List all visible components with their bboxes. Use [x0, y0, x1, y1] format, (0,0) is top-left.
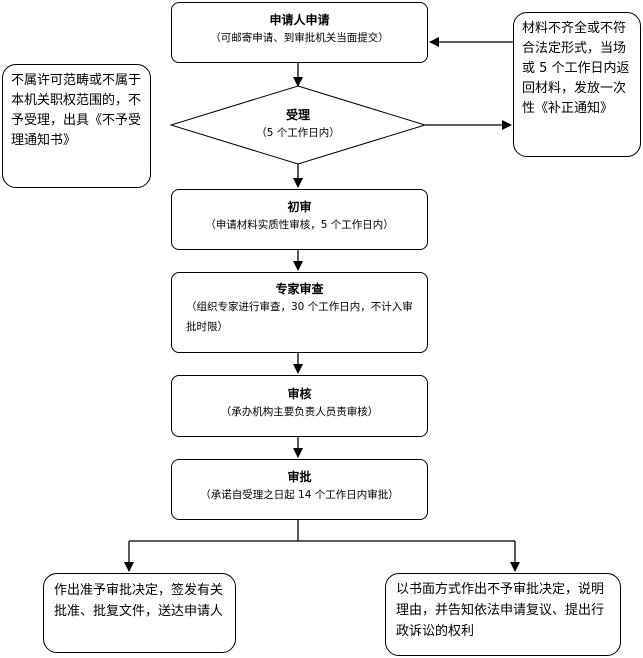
step-initial-review-sub: （申请材料实质性审核，5 个工作日内）	[205, 219, 394, 231]
step-expert-review: 专家审查 （组织专家进行审查，30 个工作日内，不计入审批时限）	[171, 272, 428, 353]
step-initial-review-title: 初审	[287, 200, 312, 214]
step-accept-sub: （5 个工作日内）	[256, 127, 340, 139]
note-incomplete: 材料不齐全或不符合法定形式，当场或 5 个工作日内返回材料，发放一次性《补正通知…	[513, 12, 641, 157]
step-audit-title: 审核	[287, 387, 312, 401]
note-incomplete-text: 材料不齐全或不符合法定形式，当场或 5 个工作日内返回材料，发放一次性《补正通知…	[522, 21, 630, 116]
outcome-reject: 以书面方式作出不予审批决定，说明理由，并告知依法申请复议、提出行政诉讼的权利	[385, 573, 621, 656]
step-audit: 审核 （承办机构主要负责人员责审核）	[171, 375, 428, 437]
note-not-accepted-text: 不属许可范畴或不属于本机关职权范围的，不予受理，出具《不予受理通知书》	[11, 73, 142, 148]
step-apply-title: 申请人申请	[269, 13, 330, 27]
step-apply: 申请人申请 （可邮寄申请、到审批机关当面提交）	[171, 2, 428, 63]
outcome-reject-text: 以书面方式作出不予审批决定，说明理由，并告知依法申请复议、提出行政诉讼的权利	[396, 582, 605, 639]
note-not-accepted: 不属许可范畴或不属于本机关职权范围的，不予受理，出具《不予受理通知书》	[2, 64, 151, 188]
step-apply-sub: （可邮寄申请、到审批机关当面提交）	[210, 32, 389, 44]
step-approval-sub: （承诺自受理之日起 14 个工作日内审批）	[200, 489, 399, 501]
step-approval-title: 审批	[287, 470, 312, 484]
step-expert-review-sub: （组织专家进行审查，30 个工作日内，不计入审批时限）	[186, 301, 413, 333]
step-expert-review-title: 专家审查	[275, 282, 324, 296]
outcome-approve: 作出准予审批决定，签发有关批准、批复文件，送达申请人	[43, 573, 236, 653]
step-accept: 受理 （5 个工作日内）	[198, 107, 398, 143]
step-audit-sub: （承办机构主要负责人员责审核）	[220, 406, 379, 418]
step-initial-review: 初审 （申请材料实质性审核，5 个工作日内）	[171, 189, 428, 250]
step-approval: 审批 （承诺自受理之日起 14 个工作日内审批）	[171, 459, 428, 520]
step-accept-title: 受理	[285, 108, 310, 122]
outcome-approve-text: 作出准予审批决定，签发有关批准、批复文件，送达申请人	[54, 583, 224, 619]
